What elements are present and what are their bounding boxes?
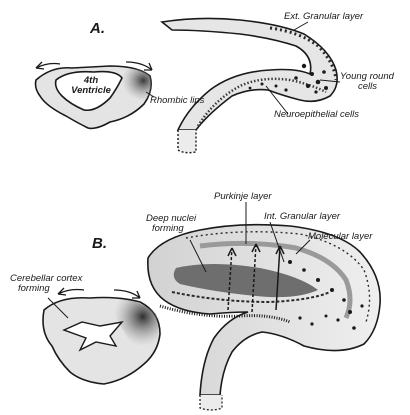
panel-a-enlarged-lip [162,18,340,152]
enlarged-lip-stem-a [178,130,196,153]
deep-nuclei-label: Deep nuclei forming [146,214,196,234]
panel-a-letter: A. [90,20,105,37]
neuroepithelial-cells-label: Neuroepithelial cells [274,110,359,120]
cerebellar-line2: forming [10,284,82,294]
molecular-layer-label: Molecular layer [308,232,372,242]
purkinje-layer-label: Purkinje layer [214,192,272,202]
ext-granular-layer-label: Ext. Granular layer [284,12,363,22]
deep-nuclei-line2: forming [146,224,196,234]
fold-stem-b [200,395,222,410]
panel-b-letter: B. [92,235,107,252]
cerebellar-fold-tissue [148,225,380,395]
fourth-ventricle-line2: Ventricle [66,86,116,96]
fourth-ventricle-label: 4th Ventricle [66,76,116,96]
int-granular-layer-label: Int. Granular layer [264,212,340,222]
young-round-line2: cells [340,82,394,92]
surface-arrow-right-b [114,290,140,298]
panel-b-cross-section [43,288,160,384]
rhombic-lips-label: Rhombic lips [150,96,204,106]
young-round-cells-label: Young round cells [340,72,394,92]
cerebellar-cortex-label: Cerebellar cortex forming [10,274,82,294]
leader-ext-granular [294,22,308,30]
